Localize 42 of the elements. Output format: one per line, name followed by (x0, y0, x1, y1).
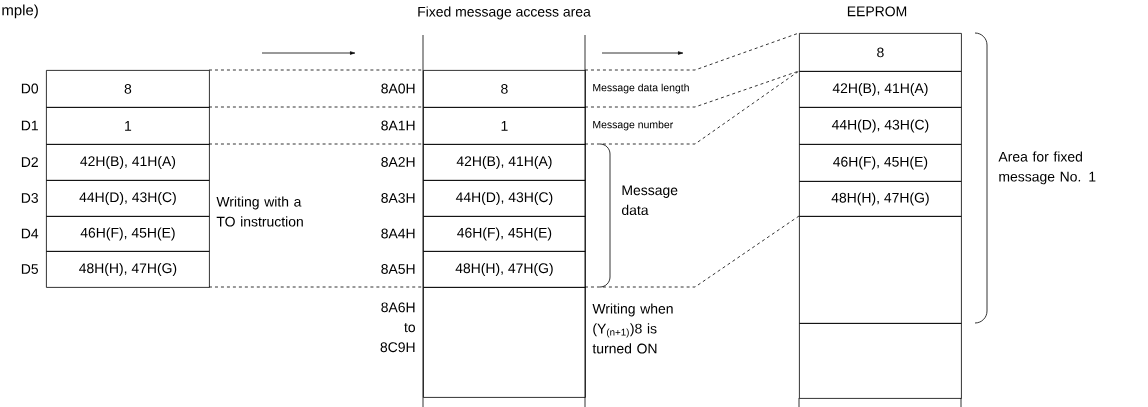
bracket-label: Message data (622, 185, 678, 216)
register-label: D2 (21, 157, 38, 167)
register-label: D5 (21, 264, 38, 274)
memory-cell: 44H(D), 43H(C) (799, 107, 962, 145)
memory-area (799, 323, 962, 399)
register-label: D3 (21, 193, 38, 203)
memory-cell: 44H(D), 43H(C) (46, 180, 210, 217)
memory-cell: 8 (423, 70, 586, 108)
memory-cell: 44H(D), 43H(C) (423, 180, 586, 217)
memory-area (799, 216, 962, 324)
address-label: 8A2H (381, 157, 415, 167)
address-label: 8A0H (381, 83, 415, 94)
memory-cell: 48H(H), 47H(G) (423, 251, 586, 288)
register-label: D0 (21, 83, 39, 94)
memory-cell: 42H(B), 41H(A) (46, 144, 210, 181)
memory-cell: 46H(F), 45H(E) (799, 144, 962, 182)
field-label: Message number (593, 120, 674, 131)
bracket-label: Area for fixed message No. 1 (998, 151, 1096, 185)
memory-cell: 1 (46, 107, 210, 145)
memory-cell: 46H(F), 45H(E) (46, 216, 210, 252)
memory-cell: 8 (799, 33, 962, 72)
memory-cell: 42H(B), 41H(A) (423, 144, 586, 181)
note-text: Writing when (Y$_{(n+1)}$)8 is turned ON (592, 303, 673, 354)
heading-fragment: mple) (2, 4, 38, 19)
column-title: Fixed message access area (418, 6, 591, 20)
address-label: 8A3H (381, 193, 415, 203)
memory-cell: 8 (46, 70, 210, 108)
memory-cell: 42H(B), 41H(A) (799, 71, 962, 108)
address-label: 8A6H to 8C9H (380, 302, 416, 353)
memory-area (423, 287, 586, 398)
memory-cell: 46H(F), 45H(E) (423, 216, 586, 252)
memory-cell: 1 (423, 107, 586, 145)
address-label: 8A4H (381, 228, 415, 239)
note-text: Writing with a TO instruction (216, 196, 303, 227)
field-label: Message data length (593, 83, 689, 94)
register-label: D4 (21, 228, 39, 239)
memory-cell: 48H(H), 47H(G) (46, 251, 210, 288)
register-label: D1 (21, 120, 38, 131)
memory-cell: 48H(H), 47H(G) (799, 181, 962, 217)
address-label: 8A5H (381, 264, 415, 274)
column-title: EEPROM (847, 6, 907, 17)
address-label: 8A1H (381, 120, 415, 131)
